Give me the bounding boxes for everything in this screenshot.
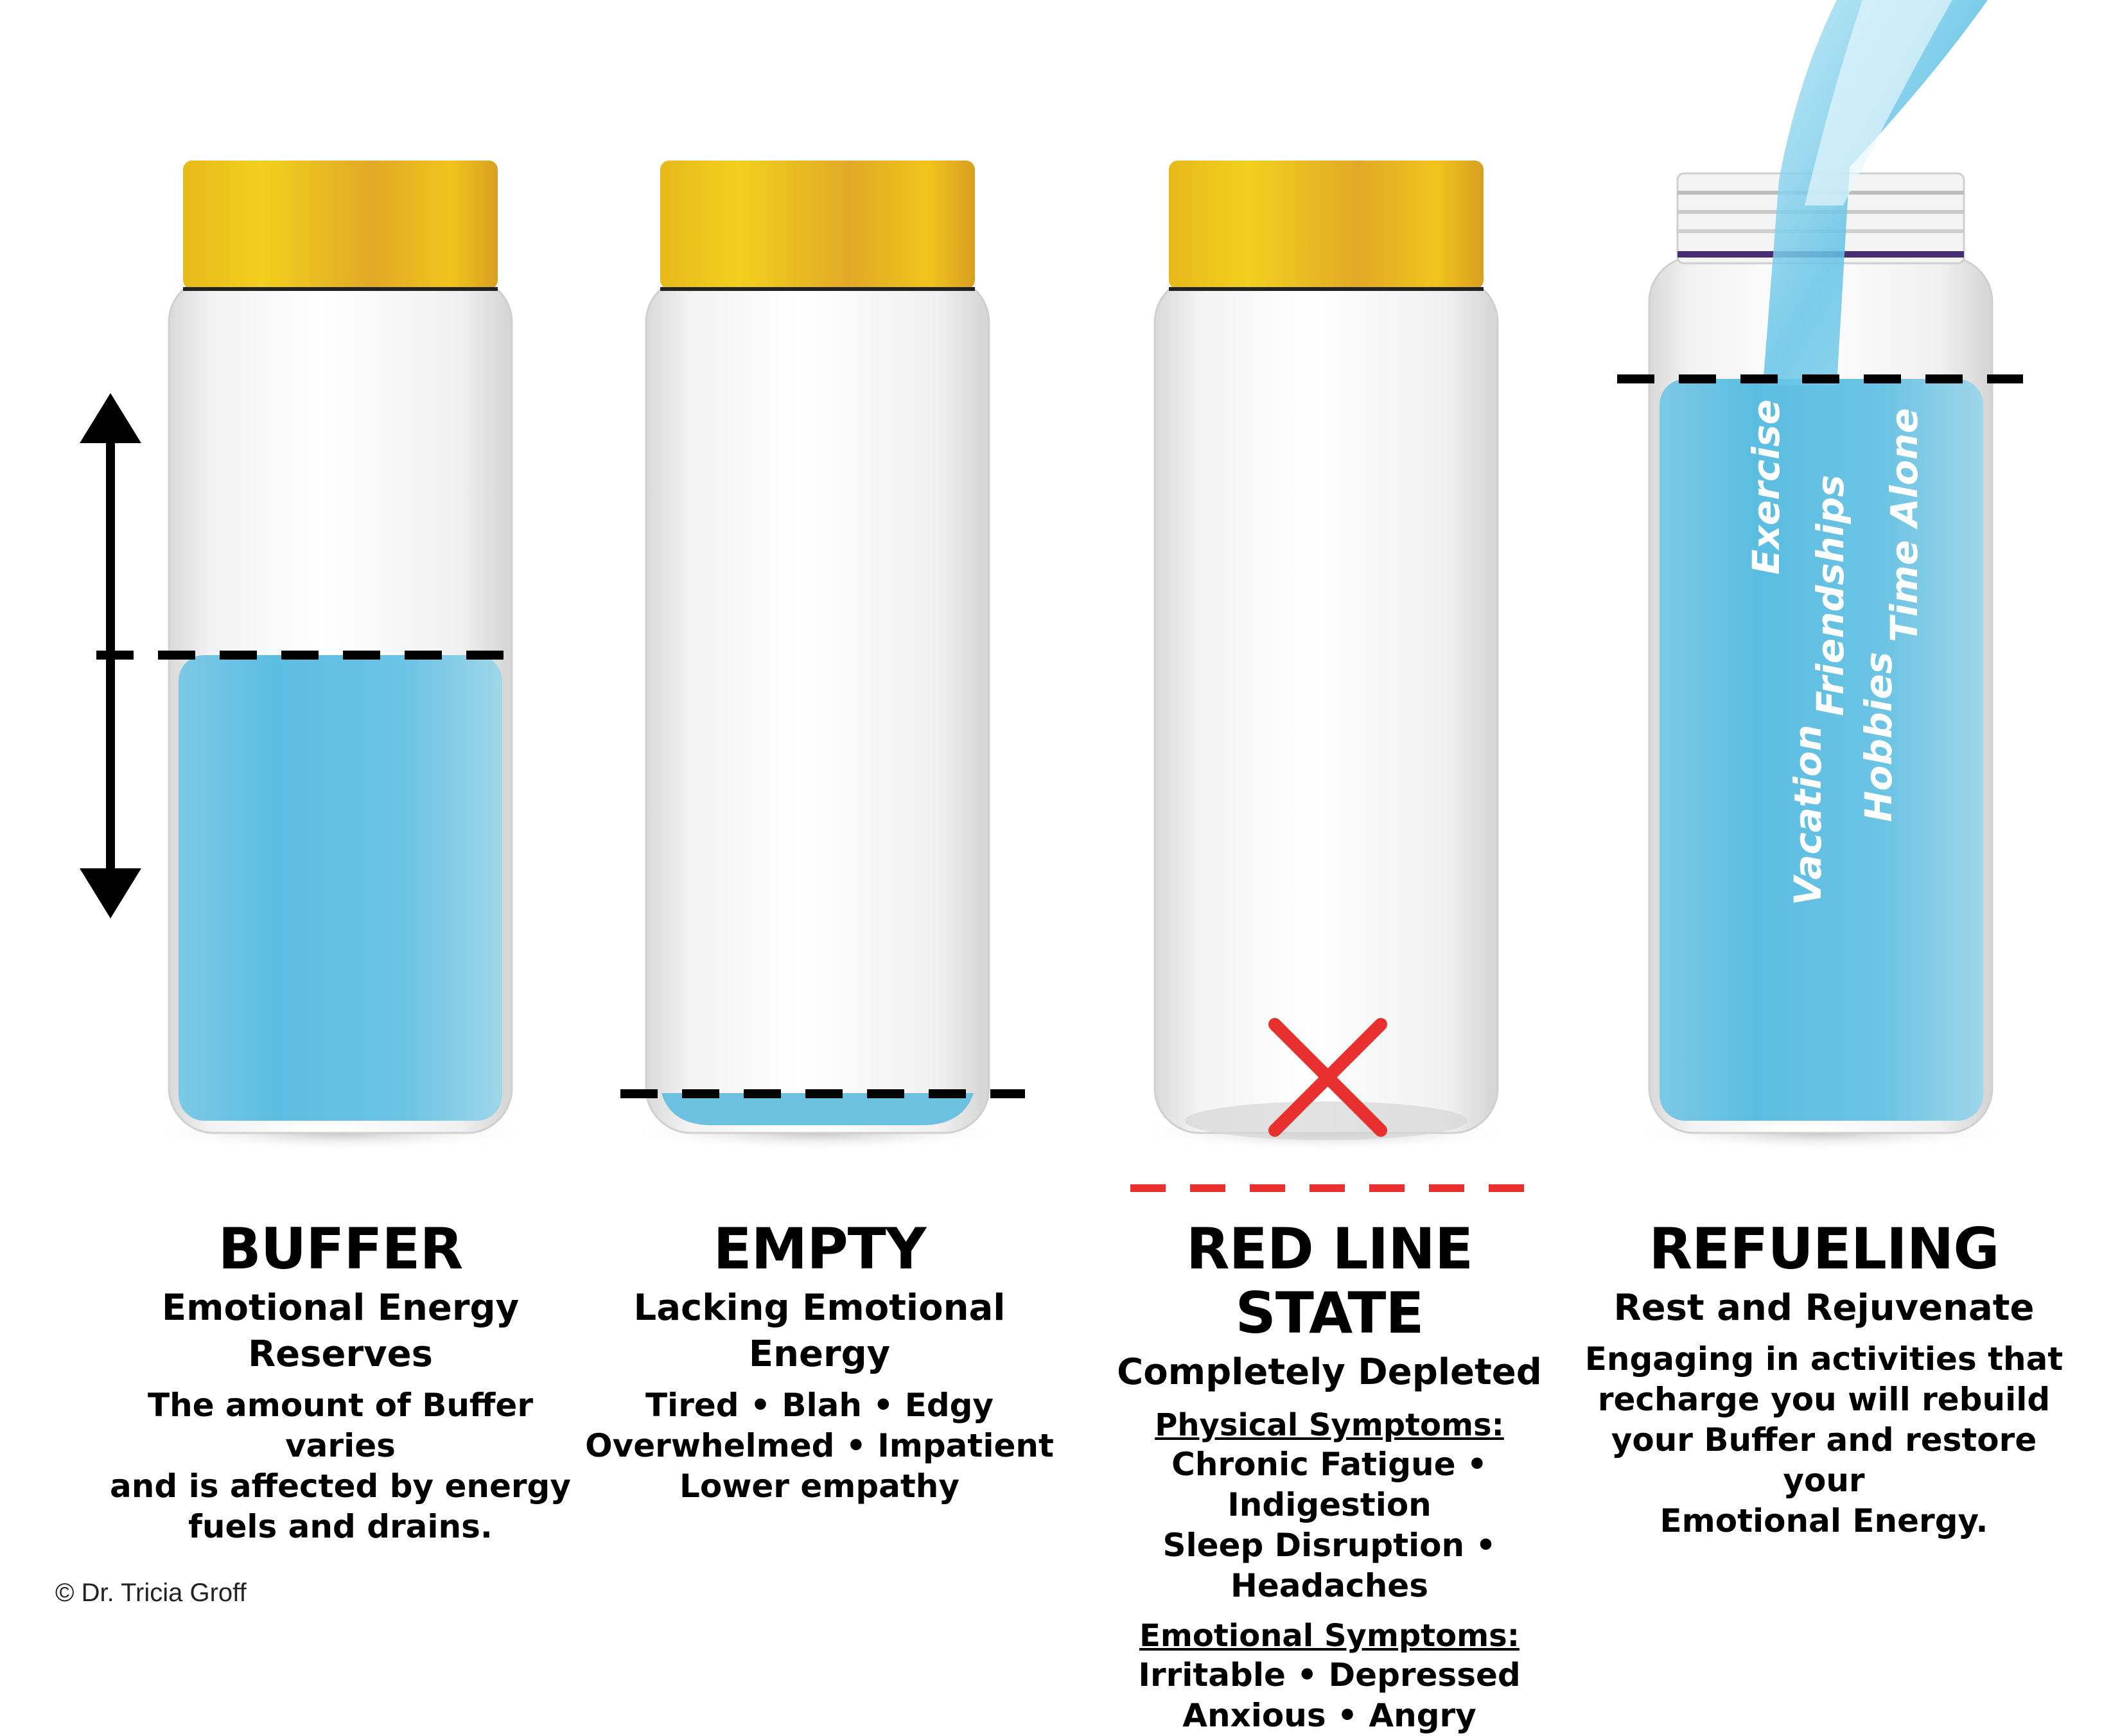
jar-cap — [183, 161, 498, 289]
refuel-word-hobbies: Hobbies — [1857, 652, 1900, 822]
empty-body-line: Overwhelmed • Impatient — [585, 1427, 1054, 1464]
buffer-caption: BUFFER Emotional Energy Reserves The amo… — [96, 1217, 584, 1547]
refueling-body-line: Emotional Energy. — [1660, 1502, 1988, 1539]
refueling-subtitle: Rest and Rejuvenate — [1613, 1287, 2035, 1329]
empty-caption: EMPTY Lacking Emotional Energy Tired • B… — [575, 1217, 1064, 1507]
physical-symptoms-heading: Physical Symptoms: — [1155, 1407, 1504, 1443]
physical-symptom-line: Sleep Disruption • Headaches — [1162, 1527, 1496, 1604]
red-line-jar — [1130, 161, 1529, 1192]
empty-subtitle-line: Lacking Emotional — [633, 1287, 1006, 1329]
refuel-word-time-alone: Time Alone — [1882, 408, 1926, 642]
refueling-jar: Exercise Friendships Time Alone Vacation… — [1617, 0, 2023, 1151]
refuel-stream — [1763, 0, 1988, 385]
refueling-body-line: your Buffer and restore your — [1611, 1421, 2037, 1499]
refueling-title: REFUELING — [1649, 1216, 1999, 1282]
jar-cap — [660, 161, 975, 289]
empty-jar — [620, 161, 1025, 1151]
buffer-body-line: fuels and drains. — [188, 1508, 493, 1545]
emotional-symptom-line: Irritable • Depressed — [1138, 1656, 1521, 1694]
refueling-body-line: Engaging in activities that — [1584, 1340, 2063, 1378]
buffer-body-line: The amount of Buffer varies — [148, 1387, 533, 1464]
refueling-liquid — [1660, 379, 1983, 1121]
buffer-body-line: and is affected by energy — [110, 1468, 571, 1505]
x-icon — [1268, 1018, 1387, 1137]
red-line-subtitle: Completely Depleted — [1117, 1351, 1542, 1393]
buffer-liquid — [179, 655, 502, 1121]
refuel-word-exercise: Exercise — [1744, 399, 1788, 575]
emotional-symptom-line: Anxious • Angry — [1182, 1697, 1476, 1734]
copyright-notice: © Dr. Tricia Groff — [55, 1579, 247, 1607]
buffer-title: BUFFER — [218, 1216, 464, 1282]
energy-jars-diagram: Exercise Friendships Time Alone Vacation… — [80, 0, 2023, 1192]
buffer-jar — [96, 161, 533, 1151]
empty-liquid — [661, 1093, 974, 1125]
emotional-symptoms-heading: Emotional Symptoms: — [1139, 1618, 1520, 1654]
refueling-caption: REFUELING Rest and Rejuvenate Engaging i… — [1580, 1217, 2068, 1541]
physical-symptom-line: Chronic Fatigue • Indigestion — [1171, 1446, 1487, 1523]
empty-subtitle-line: Energy — [748, 1333, 891, 1375]
red-line-caption: RED LINE STATE Completely Depleted Physi… — [1085, 1217, 1573, 1736]
empty-title: EMPTY — [713, 1216, 927, 1282]
refuel-word-vacation: Vacation — [1786, 724, 1830, 906]
buffer-subtitle-line: Emotional Energy — [161, 1287, 520, 1329]
red-line-title: RED LINE STATE — [1186, 1216, 1473, 1346]
empty-body-line: Lower empathy — [679, 1468, 959, 1505]
double-arrow-icon — [80, 393, 141, 918]
buffer-subtitle-line: Reserves — [248, 1333, 433, 1375]
refueling-body-line: recharge you will rebuild — [1597, 1381, 2051, 1418]
empty-body-line: Tired • Blah • Edgy — [645, 1387, 994, 1424]
jar-cap — [1169, 161, 1484, 289]
refuel-word-friendships: Friendships — [1809, 475, 1852, 716]
